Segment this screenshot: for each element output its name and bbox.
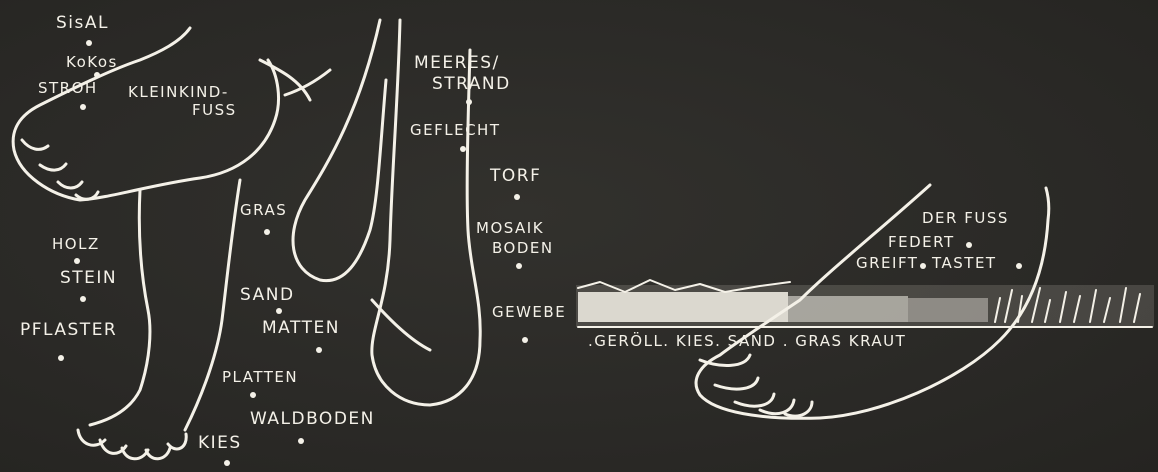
dot-matten xyxy=(316,347,322,353)
adult-leg-left-outer xyxy=(90,190,150,425)
dot-gras xyxy=(264,229,270,235)
dot-kies xyxy=(224,460,230,466)
label-gewebe: GEWEBE xyxy=(492,304,566,321)
dot-tastet xyxy=(1016,263,1022,269)
dot-gewebe xyxy=(522,337,528,343)
dot-torf xyxy=(514,194,520,200)
label-meeresstrand-2: STRAND xyxy=(432,76,511,93)
label-torf: TORF xyxy=(490,168,541,185)
infant-leg-line xyxy=(260,60,330,100)
label-stroh: STROH xyxy=(38,80,98,97)
label-holz: HOLZ xyxy=(52,236,100,253)
label-mosaikboden-2: BODEN xyxy=(492,240,554,257)
label-kleinkindfuss-1: KLEINKIND- xyxy=(128,84,229,101)
label-kies: KIES xyxy=(198,435,242,452)
infant-foot-outline xyxy=(13,28,278,200)
label-tastet: TASTET xyxy=(932,255,997,272)
dot-meeresstrand xyxy=(466,99,472,105)
dot-geflecht xyxy=(460,146,466,152)
adult-leg-left-inner xyxy=(185,180,240,430)
dot-sisal xyxy=(86,40,92,46)
adult-leg-right-back xyxy=(293,20,386,281)
label-waldboden: WALDBODEN xyxy=(250,411,375,428)
label-kleinkindfuss-2: FUSS xyxy=(192,102,237,119)
dot-greift xyxy=(920,263,926,269)
adult-foot-left-toes xyxy=(78,430,186,459)
label-stein: STEIN xyxy=(60,270,117,287)
dot-stroh xyxy=(80,104,86,110)
dot-stein xyxy=(80,296,86,302)
dot-waldboden xyxy=(298,438,304,444)
label-federt: FEDERT xyxy=(888,234,955,251)
label-sisal: SisAL xyxy=(56,15,109,32)
label-platten: PLATTEN xyxy=(222,369,298,386)
dot-platten xyxy=(250,392,256,398)
dot-kokos xyxy=(94,72,100,78)
label-matten: MATTEN xyxy=(262,320,340,337)
dot-holz xyxy=(74,258,80,264)
adult-foot-right-sole xyxy=(372,300,430,350)
dot-federt xyxy=(966,242,972,248)
label-greift: GREIFT xyxy=(856,255,918,272)
label-meeresstrand-1: MEERES/ xyxy=(414,55,500,72)
label-mosaikboden-1: MOSAIK xyxy=(476,220,544,237)
infant-foot-toes xyxy=(22,140,98,199)
label-der-fuss: DER FUSS xyxy=(922,210,1009,227)
ground-strip xyxy=(576,280,1154,327)
label-sand: SAND xyxy=(240,287,295,304)
label-kokos: KoKos xyxy=(66,54,118,71)
label-gras: GRAS xyxy=(240,202,287,219)
dot-pflaster xyxy=(58,355,64,361)
dot-mosaikboden xyxy=(516,263,522,269)
label-ground-line: .GERÖLL. KIES. SAND . GRAS KRAUT xyxy=(588,333,906,350)
label-pflaster: PFLASTER xyxy=(20,322,117,339)
label-geflecht: GEFLECHT xyxy=(410,122,500,139)
dot-sand xyxy=(276,308,282,314)
